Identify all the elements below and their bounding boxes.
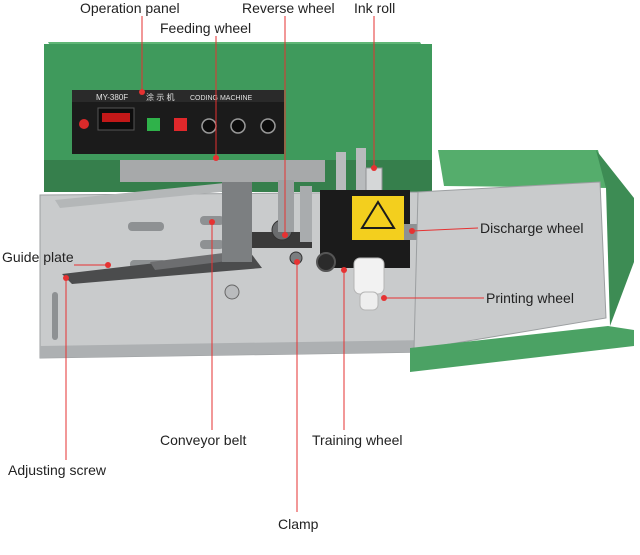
leader-dot: [409, 228, 415, 234]
label-clamp: Clamp: [278, 516, 319, 532]
leader-dot: [371, 165, 377, 171]
label-conveyor-belt: Conveyor belt: [160, 432, 247, 448]
green-button-icon: [147, 118, 160, 131]
label-operation-panel: Operation panel: [80, 0, 180, 16]
warning-triangle-icon: [360, 200, 396, 229]
knob-3-icon: [260, 118, 276, 134]
label-printing-wheel: Printing wheel: [486, 290, 574, 306]
leader-dot: [63, 275, 69, 281]
ink-roll-shaft: [336, 152, 346, 198]
print-head-gear-icon: [316, 252, 336, 272]
panel-model-label: MY-380F: [96, 93, 128, 102]
guide-plate-rail: [55, 182, 240, 208]
label-reverse-wheel: Reverse wheel: [242, 0, 335, 16]
leader-dot: [294, 259, 300, 265]
label-ink-roll: Ink roll: [354, 0, 396, 16]
leader-dot: [341, 267, 347, 273]
knob-2-icon: [230, 118, 246, 134]
plate-side-slot: [52, 292, 58, 340]
label-feeding-wheel: Feeding wheel: [160, 20, 252, 36]
discharge-tray-front: [410, 326, 634, 372]
upright-bar: [278, 180, 294, 232]
front-bracket: [120, 160, 325, 182]
reverse-wheel-shaft: [300, 186, 312, 242]
leader-dot: [213, 155, 219, 161]
printing-wheel-body: [353, 257, 385, 295]
leader-dot: [282, 232, 288, 238]
ink-roll-shaft: [356, 148, 366, 198]
counter-digits: [102, 113, 130, 122]
label-adjusting-screw: Adjusting screw: [8, 462, 107, 478]
label-guide-plate: Guide plate: [2, 249, 74, 265]
panel-title-cn: 涂 示 机: [146, 92, 174, 102]
ink-roll-cap: [365, 167, 383, 193]
leader-discharge-wheel: [411, 227, 479, 232]
leader-dot: [381, 295, 387, 301]
leader-dot: [139, 89, 145, 95]
panel-header-strip: [72, 90, 284, 102]
discharge-tray-floor: [413, 181, 607, 351]
plate-slot: [128, 222, 164, 231]
red-button-icon: [174, 118, 187, 131]
leader-dots: [63, 89, 415, 301]
adjusting-knob-icon: [224, 284, 240, 300]
knob-1-icon: [201, 118, 217, 134]
power-switch-icon: [79, 119, 89, 129]
leader-dot: [105, 262, 111, 268]
leader-dot: [209, 219, 215, 225]
label-training-wheel: Training wheel: [312, 432, 403, 448]
base-plate-front-edge: [40, 340, 428, 358]
leader-lines: [65, 16, 484, 512]
label-discharge-wheel: Discharge wheel: [480, 220, 584, 236]
conveyor-belt-housing: [222, 182, 252, 262]
discharge-tray-back: [438, 150, 608, 188]
printing-wheel-tip: [359, 291, 379, 311]
discharge-tray-side: [596, 150, 634, 326]
panel-title: CODING MACHINE: [190, 95, 253, 102]
